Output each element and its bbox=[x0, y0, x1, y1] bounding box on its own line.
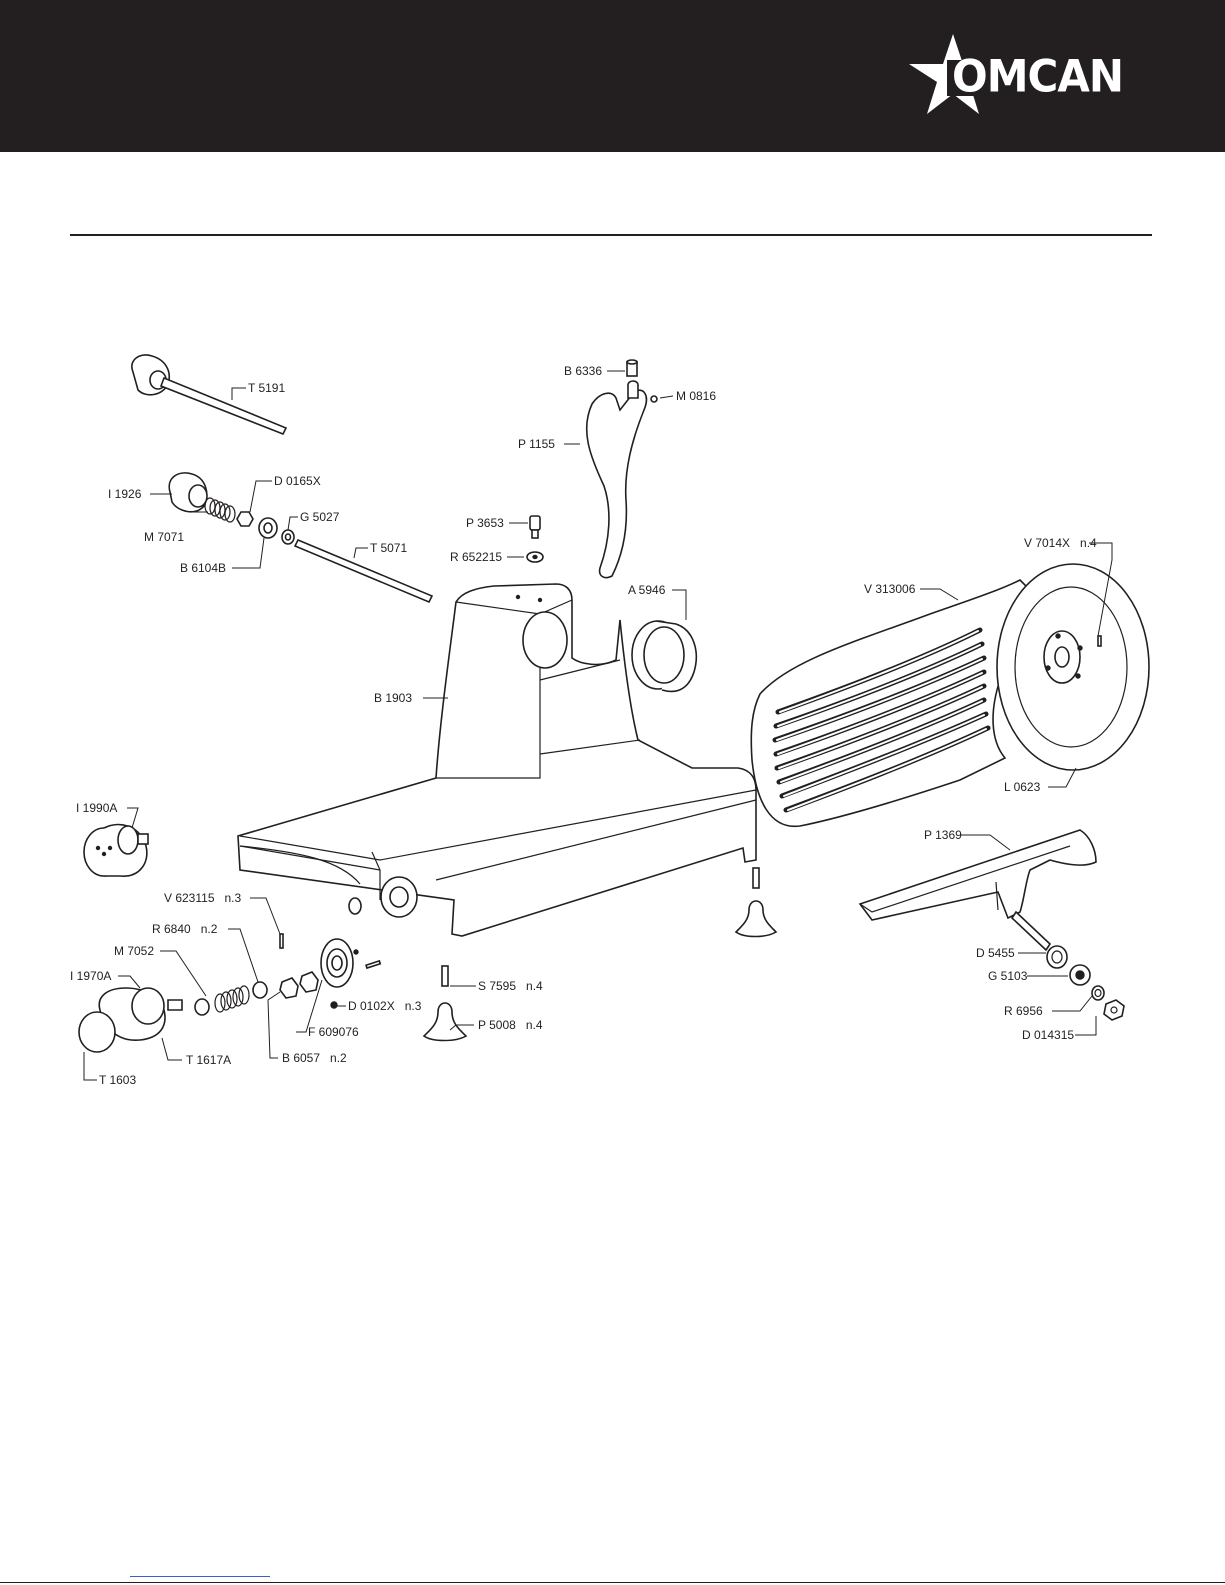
header-bar: OMCAN bbox=[0, 0, 1225, 152]
part-m7071-spring bbox=[204, 497, 236, 523]
part-i1990a-knob bbox=[83, 823, 149, 877]
label-v623115: V 623115 n.3 bbox=[164, 891, 242, 905]
label-s7595: S 7595 n.4 bbox=[478, 979, 543, 993]
title-rule bbox=[70, 234, 1152, 236]
label-i1926: I 1926 bbox=[108, 487, 142, 501]
part-r652215-washer bbox=[526, 551, 544, 563]
part-v623115-screw bbox=[279, 933, 382, 970]
brand-logo: OMCAN bbox=[952, 50, 1124, 103]
part-b6336-pin bbox=[626, 359, 638, 377]
label-f609076: F 609076 bbox=[308, 1025, 359, 1039]
part-p1369-rail bbox=[858, 829, 1097, 952]
part-t1617a-knob bbox=[98, 987, 183, 1041]
label-l0623: L 0623 bbox=[1004, 780, 1041, 794]
label-r652215: R 652215 bbox=[450, 550, 503, 564]
label-t1603: T 1603 bbox=[99, 1073, 137, 1087]
footer-link-underline bbox=[130, 1576, 270, 1577]
label-d0102x: D 0102X n.3 bbox=[348, 999, 422, 1013]
label-m7052: M 7052 bbox=[114, 944, 155, 958]
part-d0102x-nut bbox=[330, 949, 359, 1009]
label-p1369: P 1369 bbox=[924, 828, 962, 842]
part-d014315-nut bbox=[1103, 999, 1125, 1021]
part-d5455-nut bbox=[1046, 945, 1068, 969]
part-r6840-washer bbox=[194, 981, 268, 1016]
leader-lines bbox=[83, 370, 1113, 1081]
label-p1155: P 1155 bbox=[518, 437, 555, 451]
label-b6057: B 6057 n.2 bbox=[282, 1051, 347, 1065]
label-i1990a: I 1990A bbox=[76, 801, 118, 815]
label-v313006: V 313006 bbox=[864, 582, 916, 596]
label-g5103: G 5103 bbox=[988, 969, 1028, 983]
part-b6057-bushing bbox=[279, 971, 319, 999]
label-d5455: D 5455 bbox=[976, 946, 1015, 960]
part-p5008-foot bbox=[422, 900, 778, 1042]
part-v7014x-screw bbox=[1097, 635, 1102, 647]
part-b1903-base-body bbox=[237, 583, 757, 937]
part-m0816-clip bbox=[650, 395, 658, 403]
label-d0165x: D 0165X bbox=[274, 474, 321, 488]
part-b6104b-bushing bbox=[258, 517, 278, 539]
label-b1903: B 1903 bbox=[374, 691, 413, 705]
label-p3653: P 3653 bbox=[466, 516, 504, 530]
part-p3653-stud bbox=[529, 515, 541, 539]
part-r6956-washer bbox=[1091, 985, 1105, 1001]
part-m7052-spring bbox=[214, 985, 250, 1013]
part-g5103-bushing bbox=[1069, 964, 1091, 986]
label-t1617a: T 1617A bbox=[186, 1053, 232, 1067]
label-r6840: R 6840 n.2 bbox=[152, 922, 218, 936]
label-a5946: A 5946 bbox=[628, 583, 666, 597]
omcan-star-logo-icon bbox=[909, 34, 1147, 114]
part-f609076-flange bbox=[320, 938, 354, 988]
label-p5008: P 5008 n.4 bbox=[478, 1018, 543, 1032]
label-i1970a: I 1970A bbox=[70, 969, 112, 983]
label-b6104b: B 6104B bbox=[180, 561, 227, 575]
part-g5027-washer bbox=[281, 529, 295, 545]
label-v7014x: V 7014X n.4 bbox=[1024, 536, 1097, 550]
label-t5071: T 5071 bbox=[370, 541, 408, 555]
part-t1603-cap bbox=[78, 1011, 116, 1053]
label-r6956: R 6956 bbox=[1004, 1004, 1043, 1018]
label-d014315: D 014315 bbox=[1022, 1028, 1075, 1042]
part-i1926-knob bbox=[168, 472, 208, 513]
label-b6336: B 6336 bbox=[564, 364, 603, 378]
part-p1155-pusher-arm bbox=[585, 380, 648, 579]
part-l0623-blade bbox=[996, 563, 1150, 771]
label-g5027: G 5027 bbox=[300, 510, 340, 524]
label-m7071: M 7071 bbox=[144, 530, 185, 544]
part-t5071-rod bbox=[293, 538, 434, 604]
part-a5946-ring bbox=[631, 620, 698, 693]
footer-rule bbox=[0, 1582, 1225, 1583]
part-t5191-rod bbox=[131, 354, 288, 436]
part-d0165x-nut bbox=[236, 511, 254, 527]
part-v313006-blade-guard bbox=[750, 579, 1041, 828]
label-t5191: T 5191 bbox=[248, 381, 286, 395]
part-s7595-screw bbox=[441, 867, 760, 987]
label-m0816: M 0816 bbox=[676, 389, 717, 403]
